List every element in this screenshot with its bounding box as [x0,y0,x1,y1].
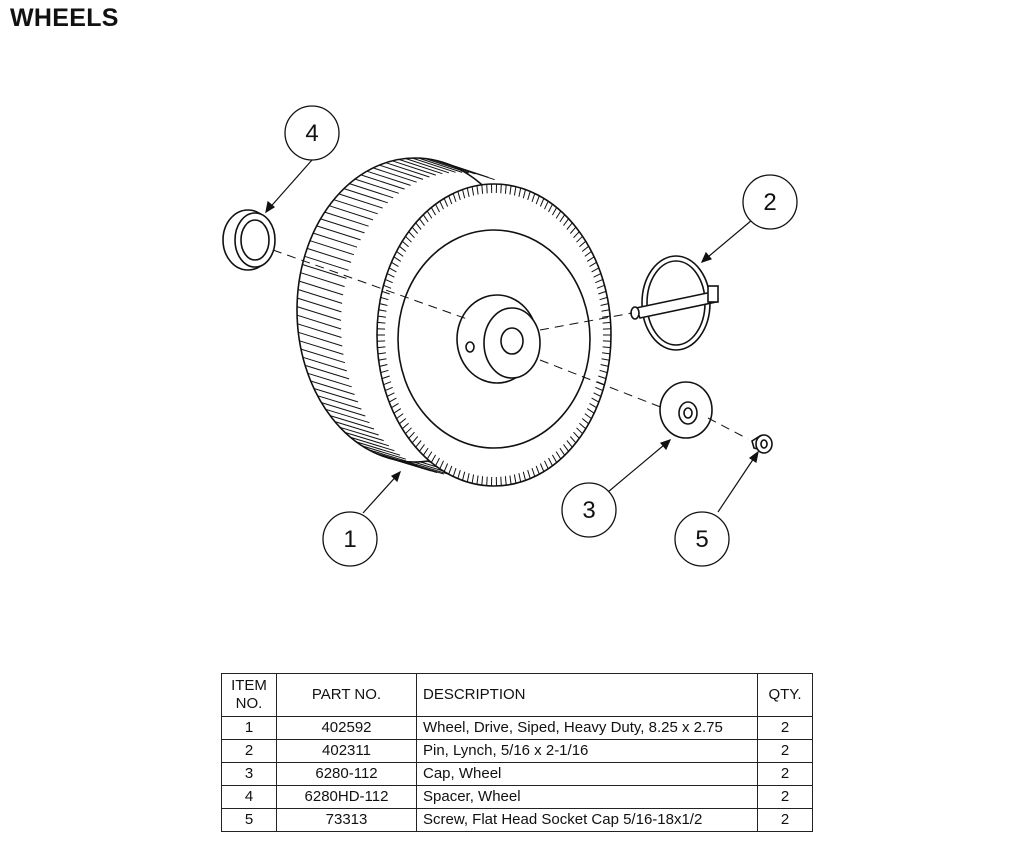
callout-1: 1 [322,511,378,567]
parts-table-header-row: ITEM NO. PART NO. DESCRIPTION QTY. [221,673,813,717]
wheel-hub [456,294,541,384]
table-row: 3 6280-112 Cap, Wheel 2 [221,762,813,786]
cell-item-no: 2 [221,739,277,763]
cell-description: Cap, Wheel [416,762,758,786]
table-row: 4 6280HD-112 Spacer, Wheel 2 [221,785,813,809]
callout-4-label: 4 [305,120,318,147]
header-item-no-label: ITEM NO. [231,677,267,712]
callout-3: 3 [561,482,617,538]
cell-item-no: 4 [221,785,277,809]
callout-leaders [265,159,759,514]
cell-part-no: 402592 [276,716,417,740]
header-item-no: ITEM NO. [221,673,277,717]
table-row: 2 402311 Pin, Lynch, 5/16 x 2-1/16 2 [221,739,813,763]
header-part-no: PART NO. [276,673,417,717]
flat-head-screw-part [751,434,773,454]
cell-item-no: 5 [221,808,277,832]
cell-qty: 2 [757,785,813,809]
cell-description: Pin, Lynch, 5/16 x 2-1/16 [416,739,758,763]
callout-5: 5 [674,511,730,567]
parts-table: ITEM NO. PART NO. DESCRIPTION QTY. 1 402… [221,673,813,832]
wheel-rim-teeth [377,183,611,487]
wheel-spacer-part [222,209,276,271]
table-row: 1 402592 Wheel, Drive, Siped, Heavy Duty… [221,716,813,740]
cell-part-no: 402311 [276,739,417,763]
cell-qty: 2 [757,762,813,786]
callout-5-label: 5 [695,526,708,553]
cell-qty: 2 [757,808,813,832]
callout-4: 4 [284,105,340,161]
cell-item-no: 3 [221,762,277,786]
callout-2-label: 2 [763,189,776,216]
header-qty: QTY. [757,673,813,717]
table-row: 5 73313 Screw, Flat Head Socket Cap 5/16… [221,808,813,832]
exploded-wheel-diagram: 1 2 3 4 5 [222,105,798,567]
assembly-center-lines [272,249,749,440]
lynch-pin-part [630,255,719,351]
cell-description: Wheel, Drive, Siped, Heavy Duty, 8.25 x … [416,716,758,740]
cell-part-no: 6280HD-112 [276,785,417,809]
cell-item-no: 1 [221,716,277,740]
cell-qty: 2 [757,739,813,763]
header-description: DESCRIPTION [416,673,758,717]
cell-part-no: 6280-112 [276,762,417,786]
cell-description: Spacer, Wheel [416,785,758,809]
page-title: WHEELS [10,4,119,32]
callout-3-label: 3 [582,497,595,524]
cell-description: Screw, Flat Head Socket Cap 5/16-18x1/2 [416,808,758,832]
wheel-cap-part [659,381,713,439]
callout-1-label: 1 [343,526,356,553]
callout-2: 2 [742,174,798,230]
cell-qty: 2 [757,716,813,740]
cell-part-no: 73313 [276,808,417,832]
